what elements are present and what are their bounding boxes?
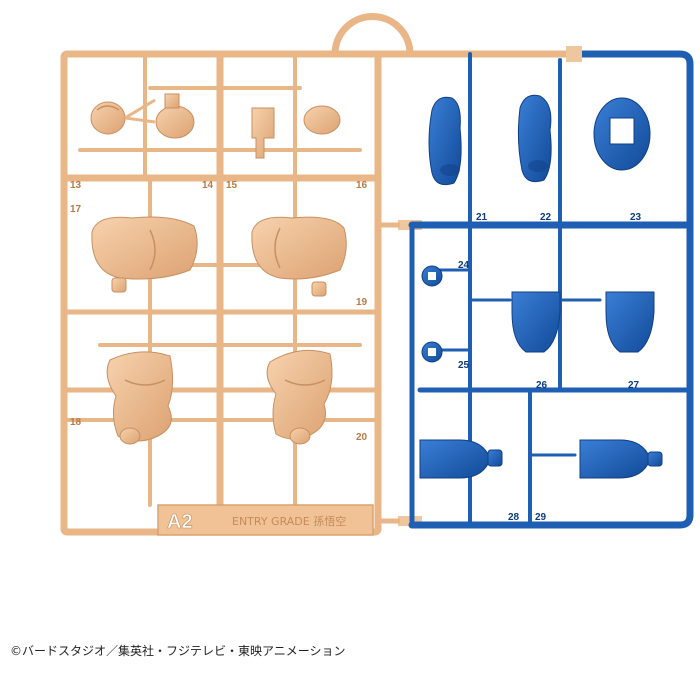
part-number-28: 28 <box>508 512 520 523</box>
part-number-23: 23 <box>630 212 642 223</box>
part-number-15: 15 <box>226 180 238 191</box>
part-number-21: 21 <box>476 212 488 223</box>
shin-part-26 <box>511 291 561 353</box>
leg-part-20 <box>266 349 333 445</box>
sprue-label-plate: A2 ENTRY GRADE 孫悟空 <box>157 504 374 536</box>
hand-part-15 <box>251 107 275 159</box>
part-number-24: 24 <box>458 260 470 271</box>
joint-part-24 <box>421 265 443 287</box>
part-number-14: 14 <box>202 180 214 191</box>
part-number-18: 18 <box>70 417 82 428</box>
leg-part-18 <box>106 351 174 445</box>
arm-part-19 <box>251 216 347 297</box>
hand-part-14 <box>155 93 195 139</box>
cuff-part-28 <box>419 439 503 479</box>
part-number-17: 17 <box>70 204 82 215</box>
part-number-27: 27 <box>628 380 640 391</box>
ring-part-23 <box>593 97 651 171</box>
part-number-29: 29 <box>535 512 547 523</box>
blue-connector-tab <box>566 46 582 62</box>
arm-part-17 <box>91 216 198 293</box>
plate-text: ENTRY GRADE 孫悟空 <box>232 514 346 528</box>
sprue-arch <box>331 13 414 55</box>
hand-part-16 <box>303 105 341 135</box>
cuff-part-29 <box>579 439 663 479</box>
part-number-22: 22 <box>540 212 552 223</box>
part-number-25: 25 <box>458 360 470 371</box>
part-number-13: 13 <box>70 180 82 191</box>
part-number-19: 19 <box>356 297 368 308</box>
plate-code: A2 <box>167 511 193 533</box>
part-number-20: 20 <box>356 432 368 443</box>
joint-part-25 <box>421 341 443 363</box>
hand-part-13 <box>90 101 126 135</box>
copyright-notice: ©バードスタジオ／集英社・フジテレビ・東映アニメーション <box>10 644 346 658</box>
boot-part-21 <box>428 96 462 186</box>
part-number-16: 16 <box>356 180 368 191</box>
boot-part-22 <box>517 94 552 183</box>
part-number-26: 26 <box>536 380 548 391</box>
shin-part-27 <box>605 291 655 353</box>
